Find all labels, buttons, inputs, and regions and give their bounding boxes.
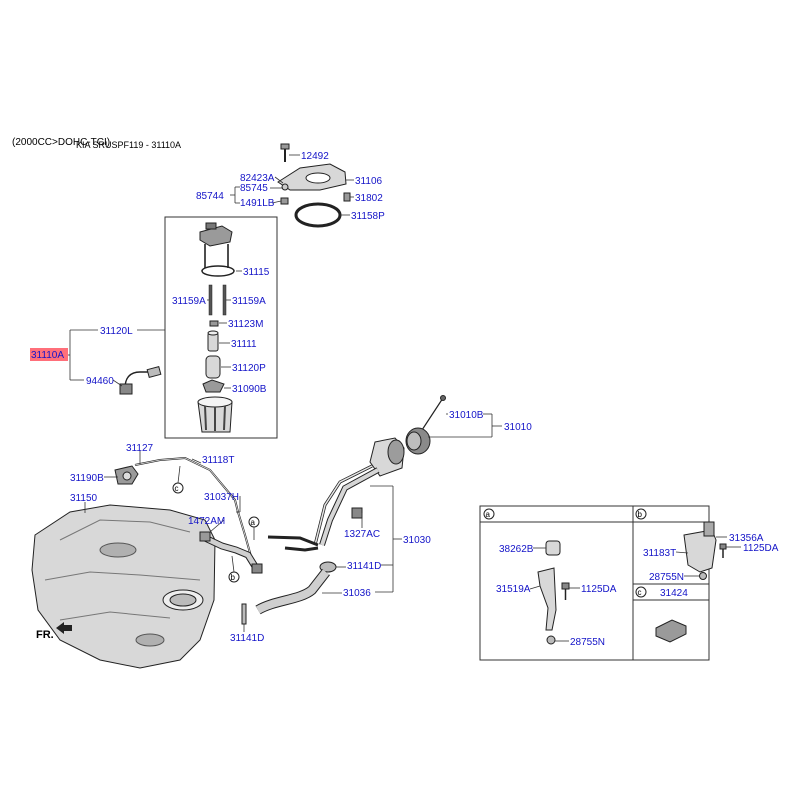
label-85745: 85745 (240, 183, 268, 194)
filler-neck-head (369, 437, 405, 477)
label-31036: 31036 (343, 588, 371, 599)
label-31030: 31030 (403, 535, 431, 546)
guide-rod-left (208, 284, 213, 316)
panel-b-tag (635, 508, 647, 520)
filler-cap (405, 427, 431, 455)
label-31037H: 31037H (204, 492, 239, 503)
label-1327AC: 1327AC (344, 529, 380, 540)
label-94460: 94460 (86, 376, 114, 387)
highlight-31110A (30, 348, 68, 361)
label-31090B: 31090B (232, 384, 267, 395)
label-31141D-b: 31141D (230, 633, 264, 644)
fuel-pump-motor (207, 330, 219, 352)
pump-strainer (205, 355, 221, 379)
label-31010B: 31010B (449, 410, 484, 421)
callout-c-letter: c (175, 484, 179, 493)
guide-rod-right (222, 284, 227, 316)
label-82423A: 82423A (240, 173, 275, 184)
detail-panels (479, 505, 710, 661)
label-1125DA-b: 1125DA (743, 543, 779, 554)
label-1491LB: 1491LB (240, 198, 275, 209)
reference-text: KIA SRUSPF119 - 31110A (76, 140, 182, 150)
label-31120P: 31120P (232, 363, 266, 374)
engine-spec-text: (2000CC>DOHC-TCI) (12, 137, 111, 148)
pad-31424 (655, 619, 687, 643)
wiring-harness-94460 (119, 365, 162, 395)
pin-31141D (241, 603, 247, 625)
label-31159A-left: 31159A (172, 296, 206, 307)
label-31106: 31106 (355, 176, 383, 187)
label-31123M: 31123M (228, 319, 263, 330)
bracket-31519A (537, 567, 557, 631)
panel-a-tag (483, 508, 495, 520)
callout-a-letter: a (251, 518, 256, 527)
front-arrow-icon (56, 622, 72, 634)
nut-28755N-b (699, 572, 707, 580)
label-12492: 12492 (301, 151, 329, 162)
nut-28755N-a (546, 635, 556, 645)
label-31141D-a: 31141D (347, 561, 381, 572)
panel-b-tag-letter: b (638, 510, 643, 519)
pump-filter-small (209, 320, 219, 327)
label-31424: 31424 (660, 588, 688, 599)
label-28755N-b: 28755N (649, 572, 684, 583)
pump-module-box (164, 216, 278, 439)
pump-reservoir-cup (197, 396, 233, 433)
filler-cap-tether (421, 395, 446, 431)
filler-neck-pipes (313, 464, 380, 546)
label-31159A-right: 31159A (232, 296, 266, 307)
fuel-level-sender (202, 379, 225, 393)
label-85744: 85744 (196, 191, 224, 202)
label-31356A: 31356A (729, 533, 764, 544)
label-31120L: 31120L (100, 326, 133, 337)
label-31127: 31127 (126, 443, 154, 454)
label-31118T: 31118T (202, 455, 234, 466)
valve-31190B (114, 465, 139, 485)
vent-hose (267, 535, 319, 552)
connector-end (251, 563, 263, 574)
pump-flange-top (199, 222, 233, 247)
label-31150: 31150 (70, 493, 98, 504)
fuel-pump-cover-plate (277, 163, 347, 191)
bolt-1125DA-a (561, 582, 570, 600)
vapor-line-31118T (134, 456, 253, 561)
hose-31037H (203, 534, 259, 570)
clip-1327AC (351, 507, 363, 519)
label-31158P: 31158P (351, 211, 385, 222)
label-31519A: 31519A (496, 584, 531, 595)
filler-hose-31036 (255, 568, 330, 615)
panel-c-tag-letter: c (638, 588, 642, 597)
callout-b-letter: b (231, 573, 236, 582)
fuel-tank (31, 504, 216, 669)
insulator-38262B (545, 540, 561, 556)
label-38262B: 38262B (499, 544, 534, 555)
label-31010: 31010 (504, 422, 532, 433)
cover-plate-gasket-ring (294, 202, 342, 228)
label-1472AM: 1472AM (188, 516, 225, 527)
front-direction-label: FR. (36, 629, 54, 641)
label-31110A[interactable]: 31110A (31, 350, 64, 361)
panel-c-tag (635, 586, 647, 598)
bolt-1125DA-b (719, 543, 727, 558)
bolt-12492 (280, 143, 290, 162)
label-28755N-a: 28755N (570, 637, 605, 648)
panel-a-tag-letter: a (486, 510, 491, 519)
pump-o-ring (201, 265, 235, 277)
clip-1491LB (280, 197, 289, 205)
label-31115: 31115 (243, 267, 270, 278)
label-31802: 31802 (355, 193, 383, 204)
label-31183T: 31183T (643, 548, 676, 559)
connector-1472AM (199, 531, 211, 542)
washer-85745 (281, 183, 289, 191)
label-31111: 31111 (231, 339, 257, 350)
label-31190B: 31190B (70, 473, 104, 484)
bracket-31183T (683, 521, 717, 573)
grommet-31802 (343, 192, 351, 202)
label-1125DA-a: 1125DA (581, 584, 617, 595)
